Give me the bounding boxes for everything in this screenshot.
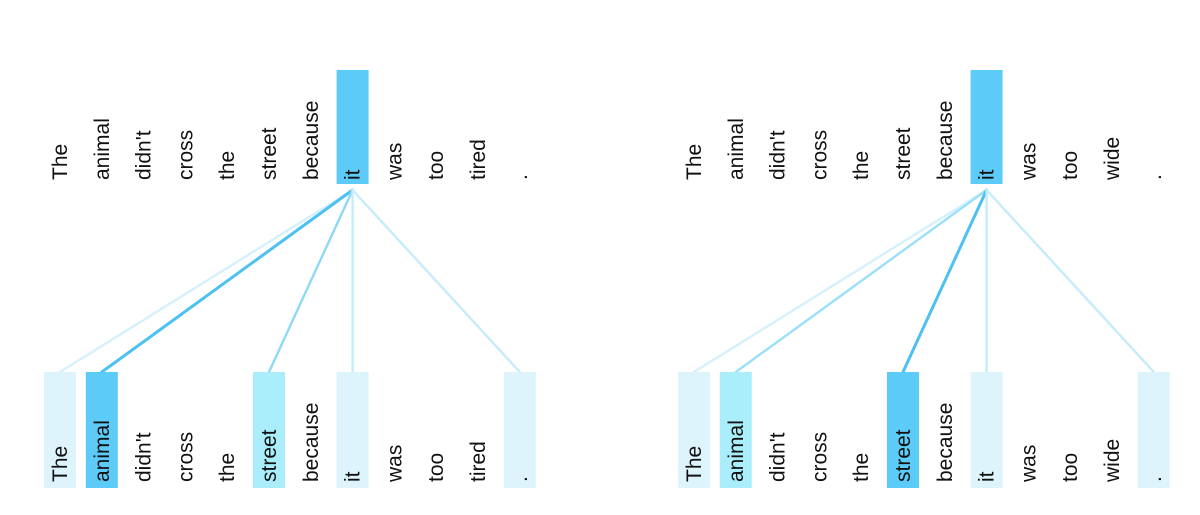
bottom-token: wide (1101, 439, 1124, 483)
bottom-token: the (216, 453, 239, 482)
bottom-token: didn't (133, 432, 156, 482)
top-token: was (383, 143, 406, 181)
bottom-token: too (425, 453, 448, 482)
top-token: didn't (133, 130, 156, 180)
top-token: cross (808, 130, 831, 180)
top-token: cross (174, 130, 197, 180)
attention-weight-box (887, 372, 919, 488)
top-token: tired (467, 139, 490, 180)
bottom-token: animal (725, 420, 748, 482)
top-token: animal (725, 118, 748, 180)
attention-panel-2: TheTheanimalanimaldidn'tdidn'tcrosscross… (678, 70, 1170, 488)
attention-weight-box (253, 372, 285, 488)
attention-line (985, 188, 1156, 374)
attention-line (901, 188, 989, 374)
bottom-token: because (934, 403, 957, 482)
bottom-token: The (683, 446, 706, 482)
bottom-token: was (383, 445, 406, 483)
bottom-token: The (49, 446, 72, 482)
bottom-token: animal (91, 420, 114, 482)
bottom-token: cross (174, 432, 197, 482)
attention-weight-box (336, 372, 369, 488)
bottom-token: didn't (767, 432, 790, 482)
top-token: animal (91, 118, 114, 180)
attention-line (692, 188, 988, 374)
bottom-token: was (1017, 445, 1040, 483)
attention-weight-box (970, 372, 1003, 488)
bottom-token: because (300, 403, 323, 482)
attention-panel-1: TheTheanimalanimaldidn'tdidn'tcrosscross… (44, 70, 536, 488)
attention-weight-box (85, 372, 118, 488)
top-token: was (1017, 143, 1040, 181)
attention-line (734, 188, 988, 374)
query-token-highlight (970, 70, 1003, 184)
top-token: street (892, 127, 915, 180)
top-token: too (1059, 151, 1082, 180)
top-token: the (850, 151, 873, 180)
bottom-token: the (850, 453, 873, 482)
attention-line (267, 188, 354, 374)
top-token: The (49, 144, 72, 180)
top-token: because (934, 101, 957, 180)
attention-weight-box (678, 372, 710, 488)
top-token: The (683, 144, 706, 180)
bottom-token: . (1143, 476, 1166, 482)
top-token: because (300, 101, 323, 180)
top-token: wide (1101, 137, 1124, 181)
bottom-token: it (976, 471, 999, 482)
bottom-token: it (342, 471, 365, 482)
bottom-token: street (892, 429, 915, 482)
bottom-token: cross (808, 432, 831, 482)
attention-weight-box (719, 372, 752, 488)
top-token: it (976, 169, 999, 180)
attention-weight-box (1137, 372, 1170, 488)
top-token: . (509, 174, 532, 180)
top-token: too (425, 151, 448, 180)
attention-line (351, 188, 521, 374)
bottom-token: too (1059, 453, 1082, 482)
attention-line (100, 188, 355, 374)
bottom-token: tired (467, 441, 490, 482)
bottom-token: street (258, 429, 281, 482)
bottom-token: . (509, 476, 532, 482)
top-token: didn't (767, 130, 790, 180)
attention-line (58, 188, 354, 374)
attention-weight-box (44, 372, 76, 488)
top-token: street (258, 127, 281, 180)
query-token-highlight (336, 70, 369, 184)
top-token: the (216, 151, 239, 180)
top-token: it (342, 169, 365, 180)
top-token: . (1143, 174, 1166, 180)
attention-weight-box (503, 372, 536, 488)
